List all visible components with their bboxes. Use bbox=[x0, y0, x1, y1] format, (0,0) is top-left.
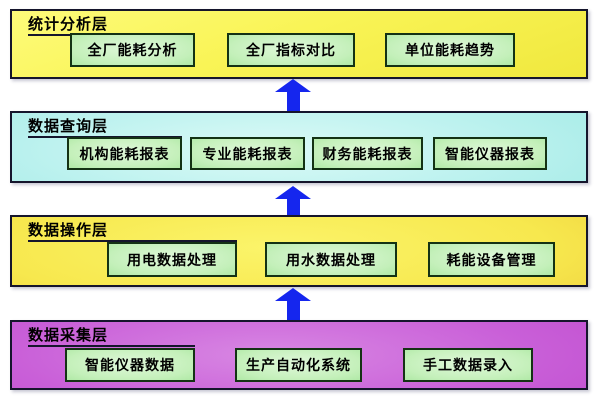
arrow-head bbox=[275, 186, 311, 199]
node-production-automation-system: 生产自动化系统 bbox=[235, 348, 362, 382]
node-plant-energy-analysis: 全厂能耗分析 bbox=[70, 33, 195, 67]
arrow-head bbox=[275, 288, 311, 301]
node-plant-indicator-comparison: 全厂指标对比 bbox=[227, 33, 355, 67]
layer-label-data-operation: 数据操作层 bbox=[28, 220, 237, 242]
arrow-up-icon bbox=[275, 79, 311, 113]
layer-statistical-analysis: 统计分析层 全厂能耗分析 全厂指标对比 单位能耗趋势 bbox=[10, 9, 588, 79]
layer-data-collection: 数据采集层 智能仪器数据 生产自动化系统 手工数据录入 bbox=[10, 320, 588, 390]
node-finance-energy-report: 财务能耗报表 bbox=[312, 137, 423, 170]
arrow-stem bbox=[286, 301, 300, 323]
layer-label-data-collection: 数据采集层 bbox=[28, 325, 195, 347]
node-specialty-energy-report: 专业能耗报表 bbox=[190, 137, 305, 170]
node-manual-data-entry: 手工数据录入 bbox=[403, 348, 533, 382]
layer-label-data-query: 数据查询层 bbox=[28, 116, 182, 138]
node-smart-meter-data: 智能仪器数据 bbox=[65, 348, 195, 382]
node-energy-equipment-management: 耗能设备管理 bbox=[428, 242, 555, 277]
node-water-data-processing: 用水数据处理 bbox=[265, 242, 397, 277]
arrow-stem bbox=[286, 92, 300, 113]
node-unit-energy-trend: 单位能耗趋势 bbox=[385, 33, 515, 67]
arrow-head bbox=[275, 79, 311, 92]
layer-data-operation: 数据操作层 用电数据处理 用水数据处理 耗能设备管理 bbox=[10, 215, 588, 287]
layer-data-query: 数据查询层 机构能耗报表 专业能耗报表 财务能耗报表 智能仪器报表 bbox=[10, 111, 588, 183]
node-organization-energy-report: 机构能耗报表 bbox=[67, 137, 182, 170]
node-smart-meter-report: 智能仪器报表 bbox=[433, 137, 547, 170]
arrow-up-icon bbox=[275, 288, 311, 323]
arrow-up-icon bbox=[275, 186, 311, 220]
node-electricity-data-processing: 用电数据处理 bbox=[107, 242, 237, 277]
arrow-stem bbox=[286, 199, 300, 220]
